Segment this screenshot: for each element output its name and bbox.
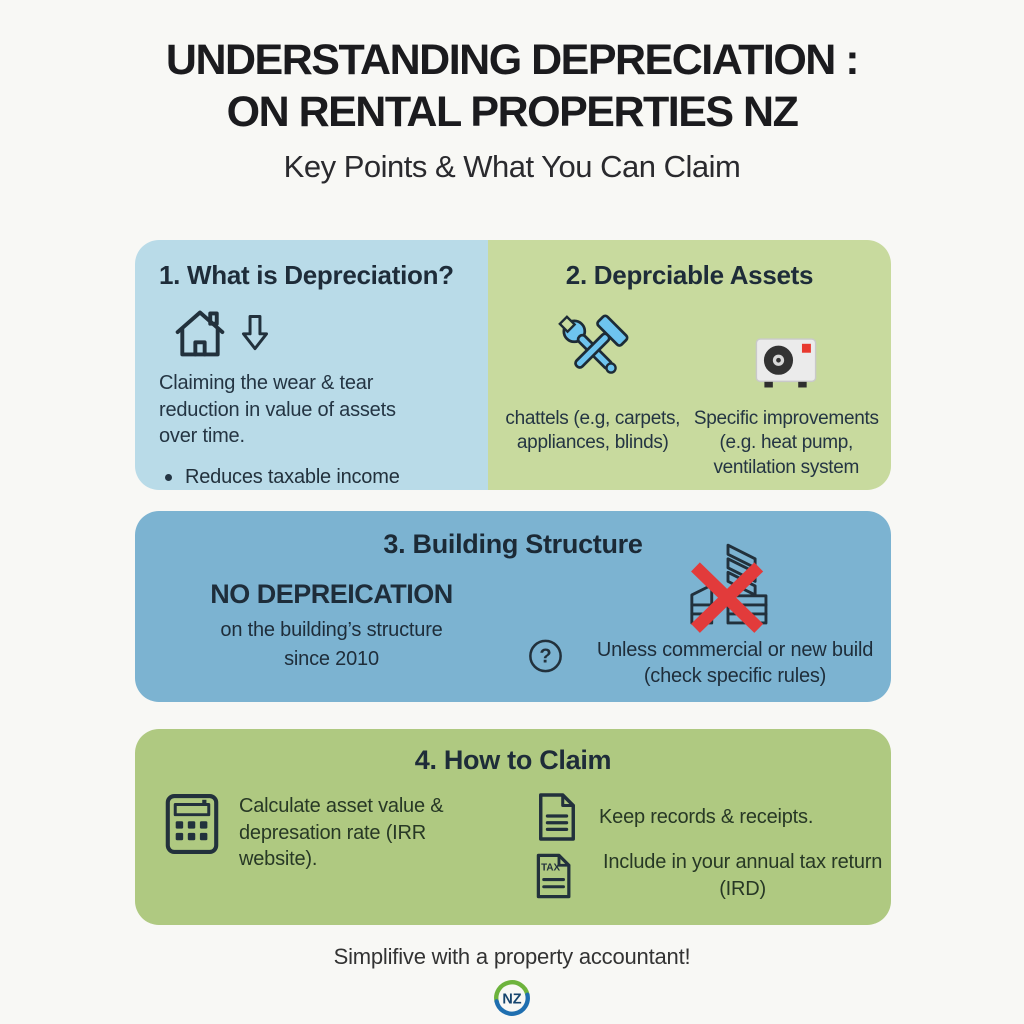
section2-improvements-column: Specific improvements (e.g. heat pump, v… (690, 309, 884, 480)
tax-document-icon: TAX (536, 853, 571, 899)
section3-exception-text: Unless commercial or new build (check sp… (596, 639, 874, 687)
claim-calculate-text: Calculate asset value & depresation rate… (239, 795, 444, 871)
down-arrow-icon (241, 315, 269, 351)
section1-description: Claiming the wear & tear reduction in va… (159, 372, 396, 448)
nz-logo-text: NZ (502, 991, 521, 1007)
top-row: 1. What is Depreciation? Claiming the we… (135, 240, 891, 490)
section3-heading: 3. Building Structure (383, 529, 643, 559)
bullet-dot (165, 473, 172, 481)
claim-item-calculate: Calculate asset value & depresation rate… (165, 793, 461, 873)
section1-bullet-row: Reduces taxable income (165, 466, 466, 489)
section3-no-label: NO DEPREICATION (210, 579, 453, 609)
heat-pump-icon (755, 338, 817, 388)
section3-no-depreciation-block: NO DEPREICATION on the building’s struct… (179, 575, 484, 673)
section4-heading: 4. How to Claim (414, 745, 612, 775)
tax-glyph: TAX (541, 863, 560, 874)
section3-no-detail2: since 2010 (284, 647, 379, 670)
section-what-is-depreciation: 1. What is Depreciation? Claiming the we… (135, 240, 488, 490)
section-building-structure: 3. Building Structure NO DEPREICATION on… (135, 511, 891, 702)
tools-icon (557, 314, 629, 374)
section2-improvements-text: Specific improvements (e.g. heat pump, v… (693, 408, 879, 478)
house-icon (175, 310, 225, 357)
section1-icons (171, 306, 466, 360)
section1-heading: 1. What is Depreciation? (159, 260, 454, 290)
section-depreciable-assets: 2. Deprciable Assets (488, 240, 891, 490)
header: UNDERSTANDING DEPRECIATION : ON RENTAL P… (0, 34, 1024, 185)
question-icon: ? (529, 639, 562, 673)
page-subtitle: Key Points & What You Can Claim (283, 148, 741, 184)
section2-chattels-column: chattels (e.g, carpets, appliances, blin… (496, 309, 690, 480)
page-title-line2: ON RENTAL PROPERTIES NZ (226, 88, 799, 137)
section2-chattels-text: chattels (e.g, carpets, appliances, blin… (505, 408, 681, 454)
document-icon (539, 793, 575, 841)
calculator-icon (165, 794, 219, 854)
section2-heading: 2. Deprciable Assets (565, 260, 814, 290)
question-glyph: ? (539, 646, 551, 668)
footer-note: Simplifive with a property accountant! (333, 944, 691, 969)
section-how-to-claim: 4. How to Claim Calculate asset value & … (135, 729, 891, 925)
section3-no-detail1: on the building’s structure (220, 619, 443, 642)
claim-records-text: Keep records & receipts. (599, 805, 814, 828)
building-crossed-icon (690, 543, 768, 633)
nz-logo-icon: NZ (494, 980, 530, 1016)
section2-columns: chattels (e.g, carpets, appliances, blin… (496, 309, 883, 480)
claim-item-tax-return: TAX Include in your annual tax return (I… (533, 849, 891, 903)
claim-item-records: Keep records & receipts. (535, 791, 813, 843)
page-title-line1: UNDERSTANDING DEPRECIATION : (165, 36, 860, 84)
section3-exception-row: ? Unless commercial or new build (check … (527, 635, 891, 689)
section1-bullet-text: Reduces taxable income (185, 465, 400, 488)
claim-tax-return-text: Include in your annual tax return (IRD) (603, 851, 883, 900)
